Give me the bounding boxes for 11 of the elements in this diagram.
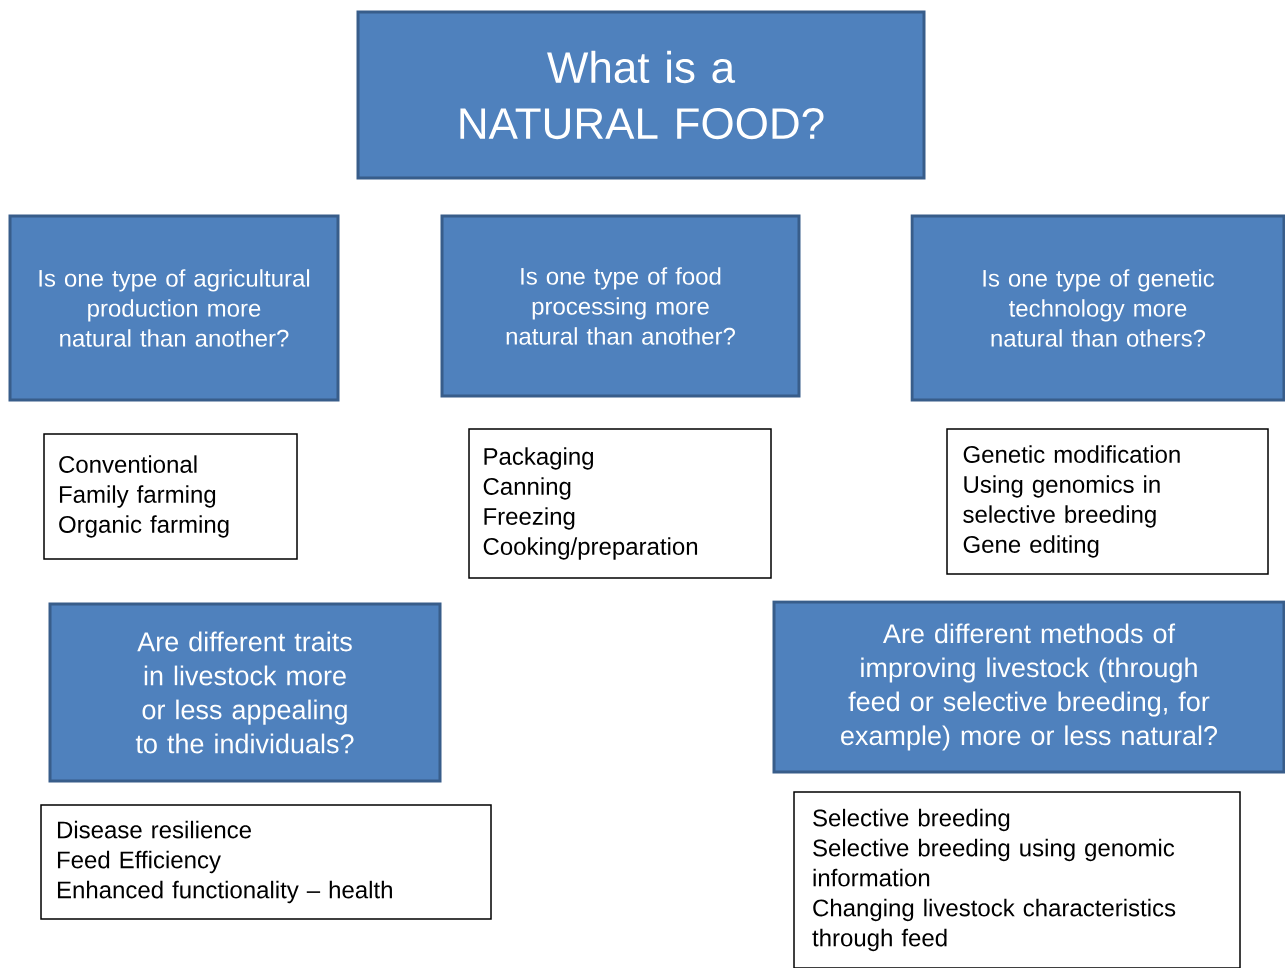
- question-box: Is one type of food processing more natural than another?: [440, 214, 801, 398]
- question-box: Are different traits in livestock more or less appealing to the individuals?: [48, 602, 442, 783]
- title-box: What is a NATURAL FOOD?: [356, 10, 926, 180]
- list-box: Packaging Canning Freezing Cooking/preparation: [468, 428, 772, 579]
- question-box: Is one type of agricultural production more natural than another?: [8, 214, 340, 402]
- question-box: Are different methods of improving livestock (through feed or selective breeding, for example) more or less natural?: [772, 600, 1285, 774]
- list-box: Disease resilience Feed Efficiency Enhanced functionality – health: [40, 804, 492, 920]
- list-box: Conventional Family farming Organic farming: [43, 433, 298, 560]
- list-box: Genetic modification Using genomics in selective breeding Gene editing: [946, 428, 1269, 575]
- question-box: Is one type of genetic technology more natural than others?: [910, 214, 1285, 402]
- list-box: Selective breeding Selective breeding using genomic information Changing livestock characteristics through feed: [793, 791, 1241, 968]
